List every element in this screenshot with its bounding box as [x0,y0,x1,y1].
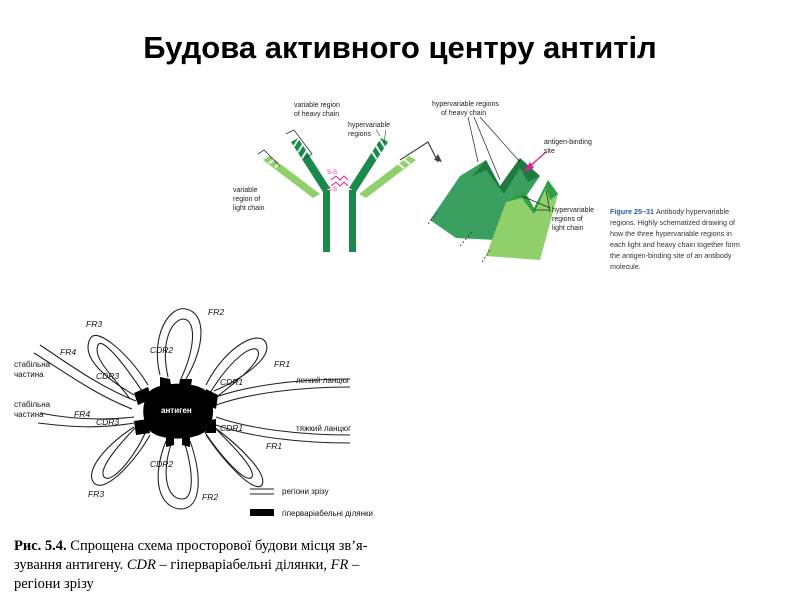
caption-figure-number: Рис. 5.4. [14,538,67,554]
label-hv-heavy-2: of heavy chain [441,110,486,117]
legend-hyper-label: гіперваріабельні ділянки [282,509,373,518]
label-hv-light: hypervariable [552,207,594,214]
caption-text-3: регіони зрізу [14,576,94,592]
label-fr4-bottom: FR4 [74,409,90,419]
label-fr2-top: FR2 [208,307,224,317]
label-stable-part-2a: стабільна [14,400,51,409]
label-cdr1-top: CDR1 [220,377,243,387]
label-hv-heavy: hypervariable regions [432,101,499,108]
label-fr3-top: FR3 [86,319,102,329]
caption-cdr: CDR [126,557,156,573]
label-cdr2-bottom: CDR2 [150,459,173,469]
figure-caption-top-3: how the three hypervariable regions in [610,229,732,238]
label-hv-light-3: light chain [552,225,584,232]
label-variable-light-2: region of [233,196,260,203]
figure-caption-top-5: the antigen-binding site of an antibody [610,251,732,260]
label-variable-light-3: light chain [233,205,265,212]
label-light-chain: легкий ланцюг [296,376,350,385]
figure-caption-top-6: molecule. [610,262,641,271]
figure-caption-top-4: each light and heavy chain together form [610,240,740,249]
caption-text-2c: – [348,557,360,573]
label-fr3-bottom: FR3 [88,489,104,499]
label-fr1-bottom: FR1 [266,441,282,451]
caption-text-2b: – гіперваріабельні ділянки, [155,557,331,573]
slide-title: Будова активного центру антитіл [143,30,657,65]
cdr-fr-schematic-figure: антиген FR3 FR2 FR4 CDR2 FR1 CDR3 CDR1 F… [14,307,373,518]
label-variable-heavy-2: of heavy chain [294,111,339,118]
antibody-y-schematic [257,129,442,252]
label-cdr2-top: CDR2 [150,345,173,355]
figure-legend: регіони зрізу гіперваріабельні ділянки [250,487,373,518]
antibody-hypervariable-figure: variable region of heavy chain hypervari… [233,101,740,271]
label-variable-heavy: variable region [294,102,340,109]
figure-caption-bottom: Рис. 5.4. Спрощена схема просторової буд… [14,537,389,594]
loop-diagram [33,308,351,510]
label-stable-part-1b: частина [14,370,44,379]
legend-framework-label: регіони зрізу [282,487,329,496]
caption-fr: FR [330,557,349,573]
label-fr1-top: FR1 [274,359,290,369]
label-stable-part-1a: стабільна [14,360,51,369]
label-stable-part-2b: частина [14,410,44,419]
label-antigen: антиген [161,406,192,415]
label-variable-light: variable [233,187,258,194]
figure-caption-top-1: Figure 25–31 Antibody hypervariable [610,207,729,216]
label-hv-light-2: regions of [552,216,583,223]
caption-text-2a: зування антигену. [14,557,127,573]
label-fr4-top: FR4 [60,347,76,357]
label-cdr3-bottom: CDR3 [96,417,119,427]
label-antigen-binding: antigen-binding [544,139,592,146]
antigen-binding-site-schematic [427,116,558,263]
label-ss-1: S-S [327,170,337,176]
label-hypervariable: hypervariable [348,122,390,129]
label-fr2-bottom: FR2 [202,492,218,502]
label-heavy-chain: тяжкий ланцюг [296,424,351,433]
label-hypervariable-2: regions [348,131,371,138]
label-ss-2: S-S [327,187,337,193]
caption-text-1: Спрощена схема просторової будови місця … [66,538,368,554]
figure-caption-top-2: regions. Highly schematized drawing of [610,218,735,227]
label-antigen-binding-2: site [544,148,555,155]
label-cdr1-bottom: CDR1 [220,423,243,433]
hypervariable-blocks [134,377,218,447]
label-cdr3-top: CDR3 [96,371,119,381]
